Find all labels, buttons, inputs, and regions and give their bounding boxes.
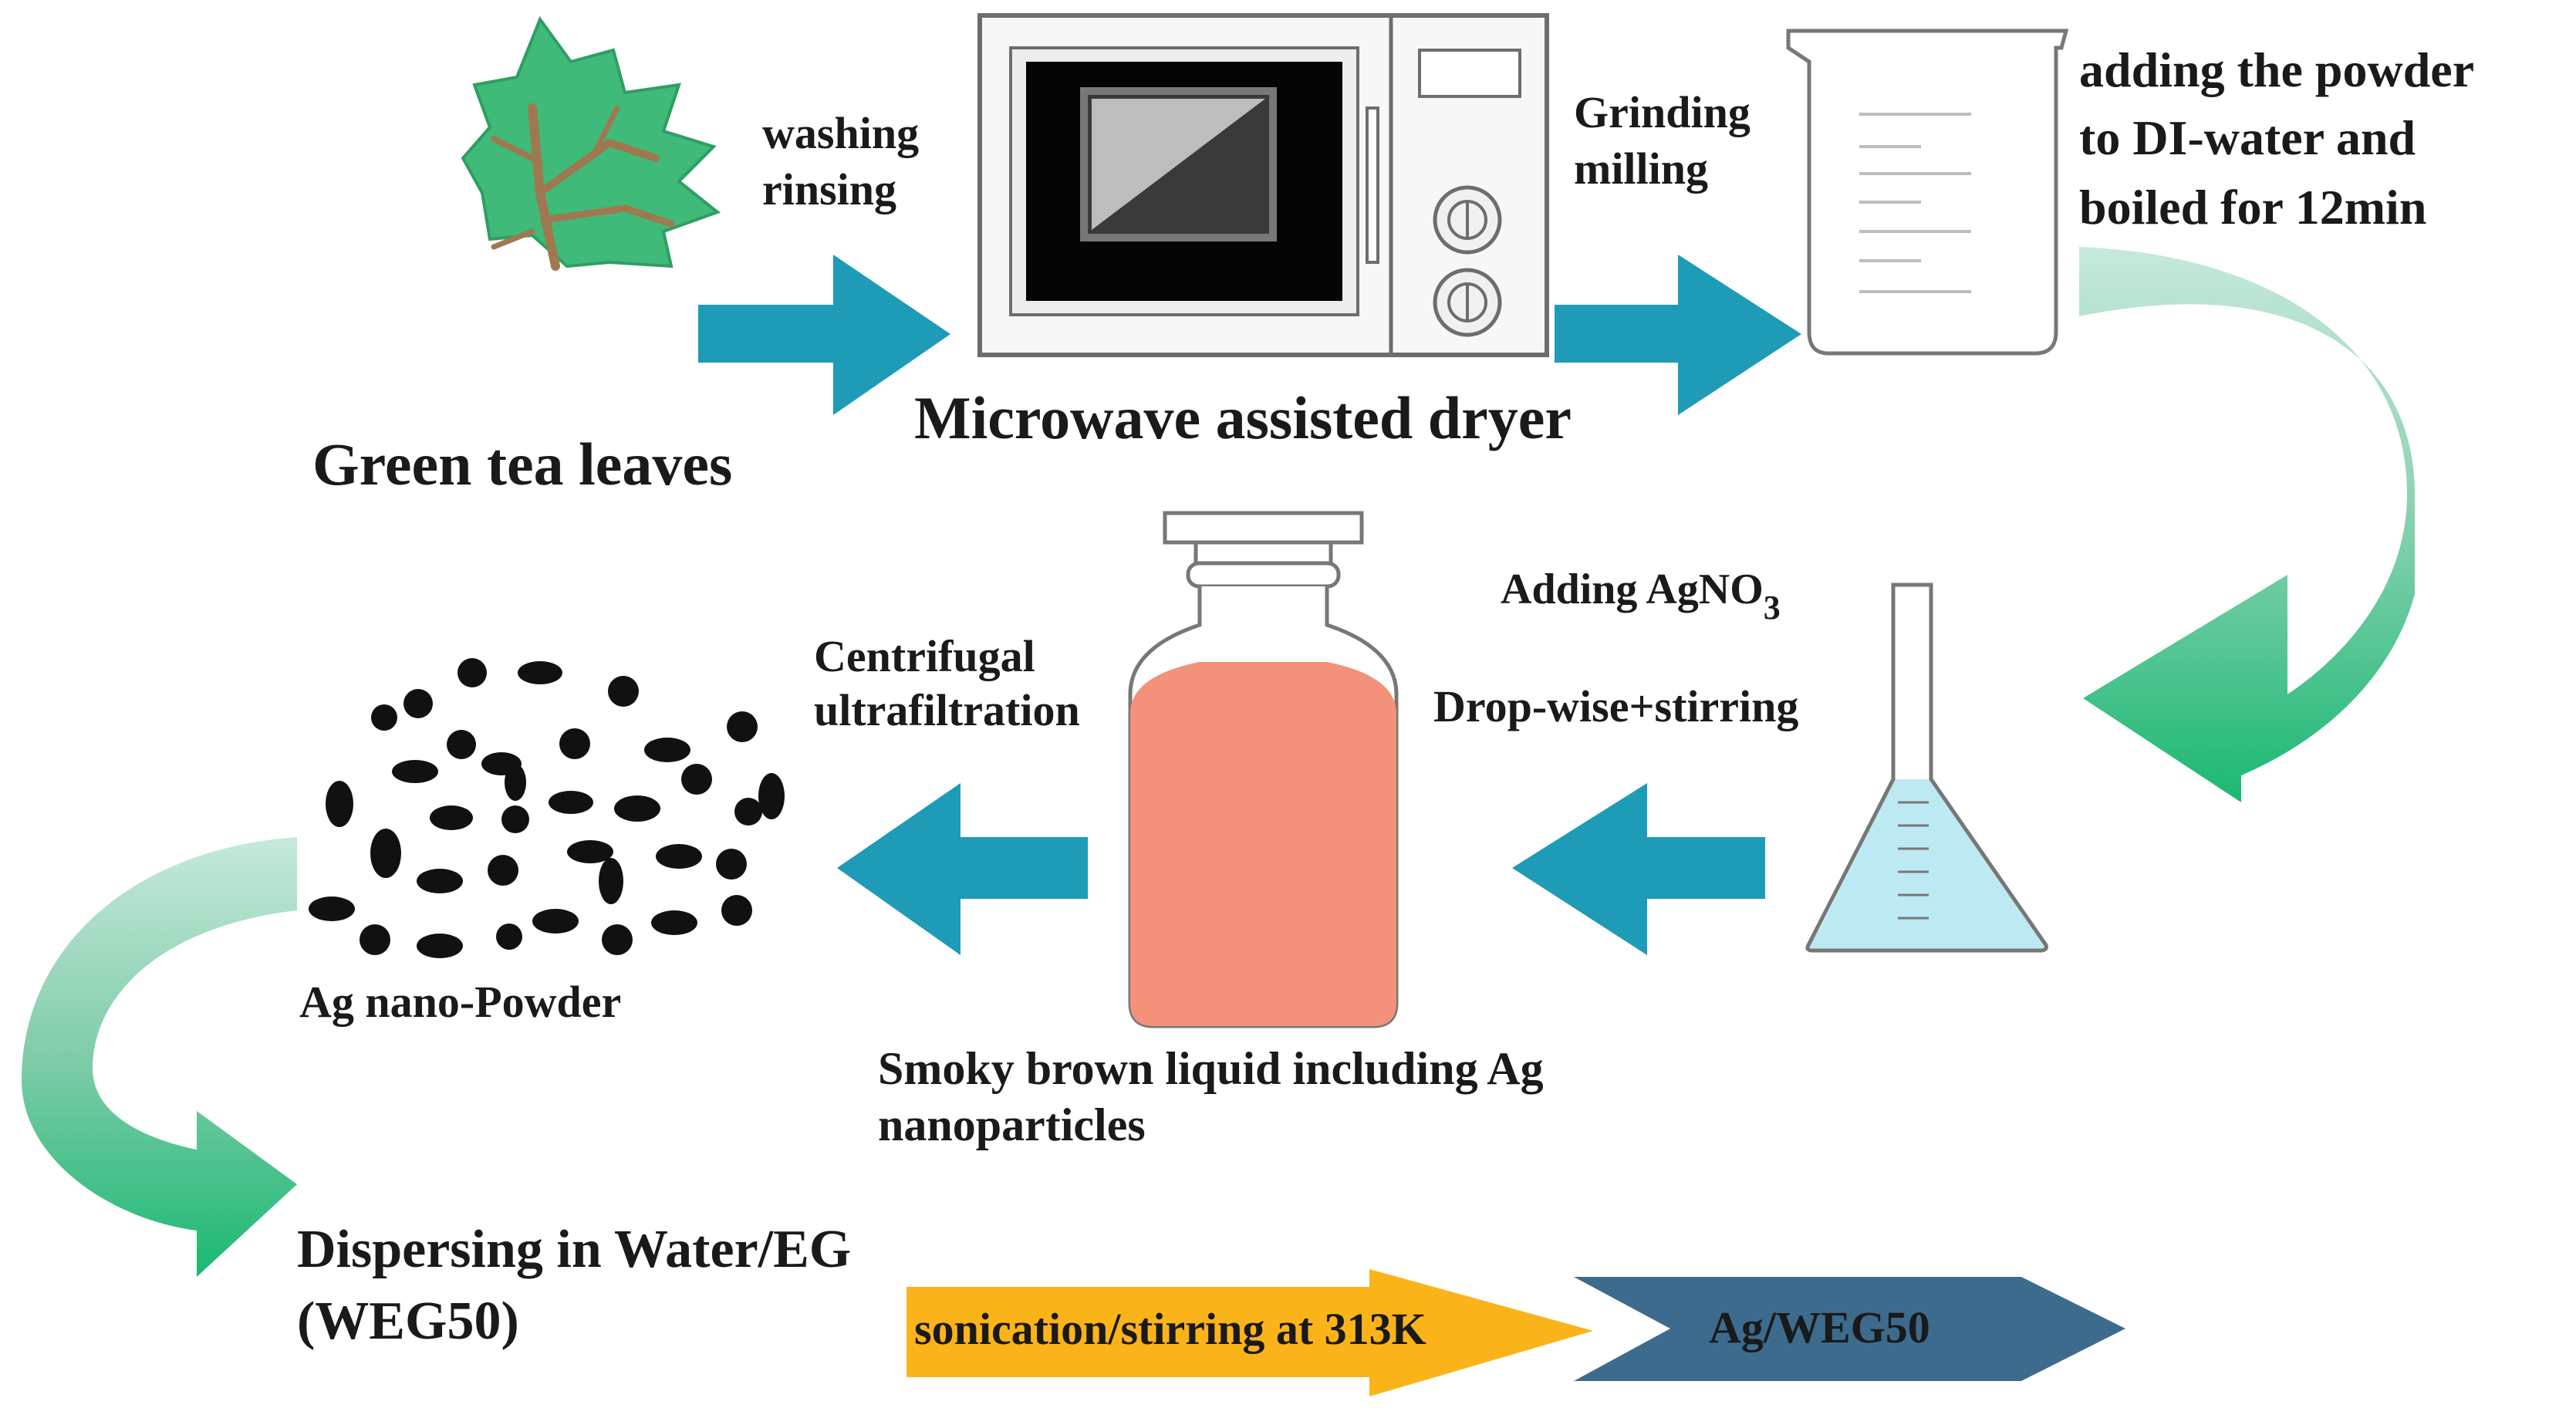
microwave-label: Microwave assisted dryer xyxy=(914,384,1572,451)
smoky-liquid-line-2: nanoparticles xyxy=(878,1099,1146,1150)
dropwise-label: Drop-wise+stirring xyxy=(1433,681,1798,731)
adding-powder-line-2: to DI-water and xyxy=(2079,110,2416,165)
green-tea-label: Green tea leaves xyxy=(312,431,732,498)
washing-label: washing xyxy=(762,108,919,158)
arrow-flask-to-bottle xyxy=(1512,783,1765,955)
milling-label: milling xyxy=(1574,144,1708,194)
ag-powder-label: Ag nano-Powder xyxy=(299,977,621,1027)
ag-weg50-arrow xyxy=(1574,1277,2125,1381)
nanoparticles-icon xyxy=(309,658,785,958)
smoky-liquid-line-1: Smoky brown liquid including Ag xyxy=(878,1043,1544,1094)
centrifugal-label: Centrifugal xyxy=(814,631,1035,681)
beaker-icon xyxy=(1786,29,2069,356)
adding-powder-line-3: boiled for 12min xyxy=(2079,180,2426,235)
arrow-leaf-to-microwave xyxy=(698,255,950,415)
dispersing-line-2: (WEG50) xyxy=(297,1292,519,1351)
grinding-label: Grinding xyxy=(1574,87,1751,137)
microwave-icon xyxy=(977,13,1549,357)
bottle-icon xyxy=(1128,511,1399,1028)
arrow-bottle-to-powder xyxy=(837,783,1088,955)
adding-agno3-label: Adding AgNO3 xyxy=(1501,566,1781,626)
leaf-icon xyxy=(461,15,721,271)
arrow-microwave-to-beaker xyxy=(1555,255,1801,415)
flask-icon xyxy=(1805,582,2048,953)
curved-arrow-left xyxy=(22,837,297,1277)
sonication-arrow xyxy=(906,1269,1593,1396)
dispersing-line-1: Dispersing in Water/EG xyxy=(297,1220,851,1279)
ag-weg50-label: Ag/WEG50 xyxy=(1709,1302,1930,1352)
adding-powder-line-1: adding the powder xyxy=(2079,42,2474,97)
rinsing-label: rinsing xyxy=(762,164,896,214)
curved-arrow-right xyxy=(2079,247,2415,802)
agno3-subscript: 3 xyxy=(1764,589,1781,626)
sonication-label: sonication/stirring at 313K xyxy=(914,1304,1426,1354)
ultrafiltration-label: ultrafiltration xyxy=(814,685,1080,735)
